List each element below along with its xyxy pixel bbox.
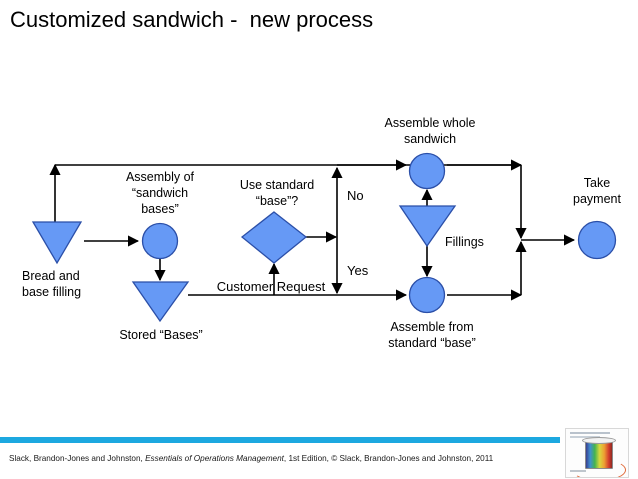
label-bread-base-filling-line2: base filling: [22, 285, 81, 299]
book-cover-footer-line: [570, 470, 586, 472]
label-assembly-sandwich-bases-line2: “sandwich: [132, 186, 188, 200]
node-take-payment[interactable]: [577, 220, 617, 260]
citation-authors: Slack, Brandon-Jones and Johnston,: [9, 454, 146, 463]
label-assemble-from-standard-base-line1: Assemble from: [390, 320, 473, 334]
node-assembly-sandwich-bases[interactable]: [141, 222, 179, 260]
node-assemble-whole-sandwich[interactable]: [408, 152, 446, 190]
process-flow-diagram: Bread and base filling Assembly of “sand…: [22, 116, 621, 350]
label-assembly-sandwich-bases-line3: bases”: [141, 202, 179, 216]
label-assemble-whole-sandwich-line2: sandwich: [404, 132, 456, 146]
citation-edition-copyright: , 1st Edition, © Slack, Brandon-Jones an…: [283, 454, 494, 463]
footer-citation: Slack, Brandon-Jones and Johnston, Essen…: [9, 453, 554, 464]
label-yes: Yes: [347, 263, 369, 278]
node-fillings[interactable]: [398, 205, 457, 248]
footer-accent-bar: [0, 437, 560, 443]
node-use-standard-base[interactable]: [240, 211, 308, 264]
label-take-payment-line2: payment: [573, 192, 621, 206]
label-stored-bases: Stored “Bases”: [119, 328, 202, 342]
citation-book-title: Essentials of Operations Management: [145, 454, 284, 463]
node-assemble-from-standard-base[interactable]: [408, 276, 446, 314]
label-use-standard-base-line2: “base”?: [256, 194, 298, 208]
label-assemble-from-standard-base-line2: standard “base”: [388, 336, 476, 350]
label-customer-request: Customer Request: [217, 279, 326, 294]
label-no: No: [347, 188, 364, 203]
label-use-standard-base-line1: Use standard: [240, 178, 314, 192]
label-bread-base-filling-line1: Bread and: [22, 269, 80, 283]
book-cover-subtitle-line: [570, 436, 600, 438]
book-cover-thumbnail: [565, 428, 629, 478]
label-assembly-sandwich-bases-line1: Assembly of: [126, 170, 195, 184]
book-cover-title-line: [570, 432, 610, 434]
node-stored-bases[interactable]: [131, 281, 190, 323]
label-assemble-whole-sandwich-line1: Assemble whole: [384, 116, 475, 130]
node-bread-base-filling[interactable]: [31, 221, 83, 265]
paint-swirl-icon: [572, 459, 626, 477]
page-title: Customized sandwich - new process: [10, 7, 374, 32]
label-fillings: Fillings: [445, 235, 484, 249]
label-take-payment-line1: Take: [584, 176, 610, 190]
paint-can-lid-icon: [582, 437, 616, 444]
